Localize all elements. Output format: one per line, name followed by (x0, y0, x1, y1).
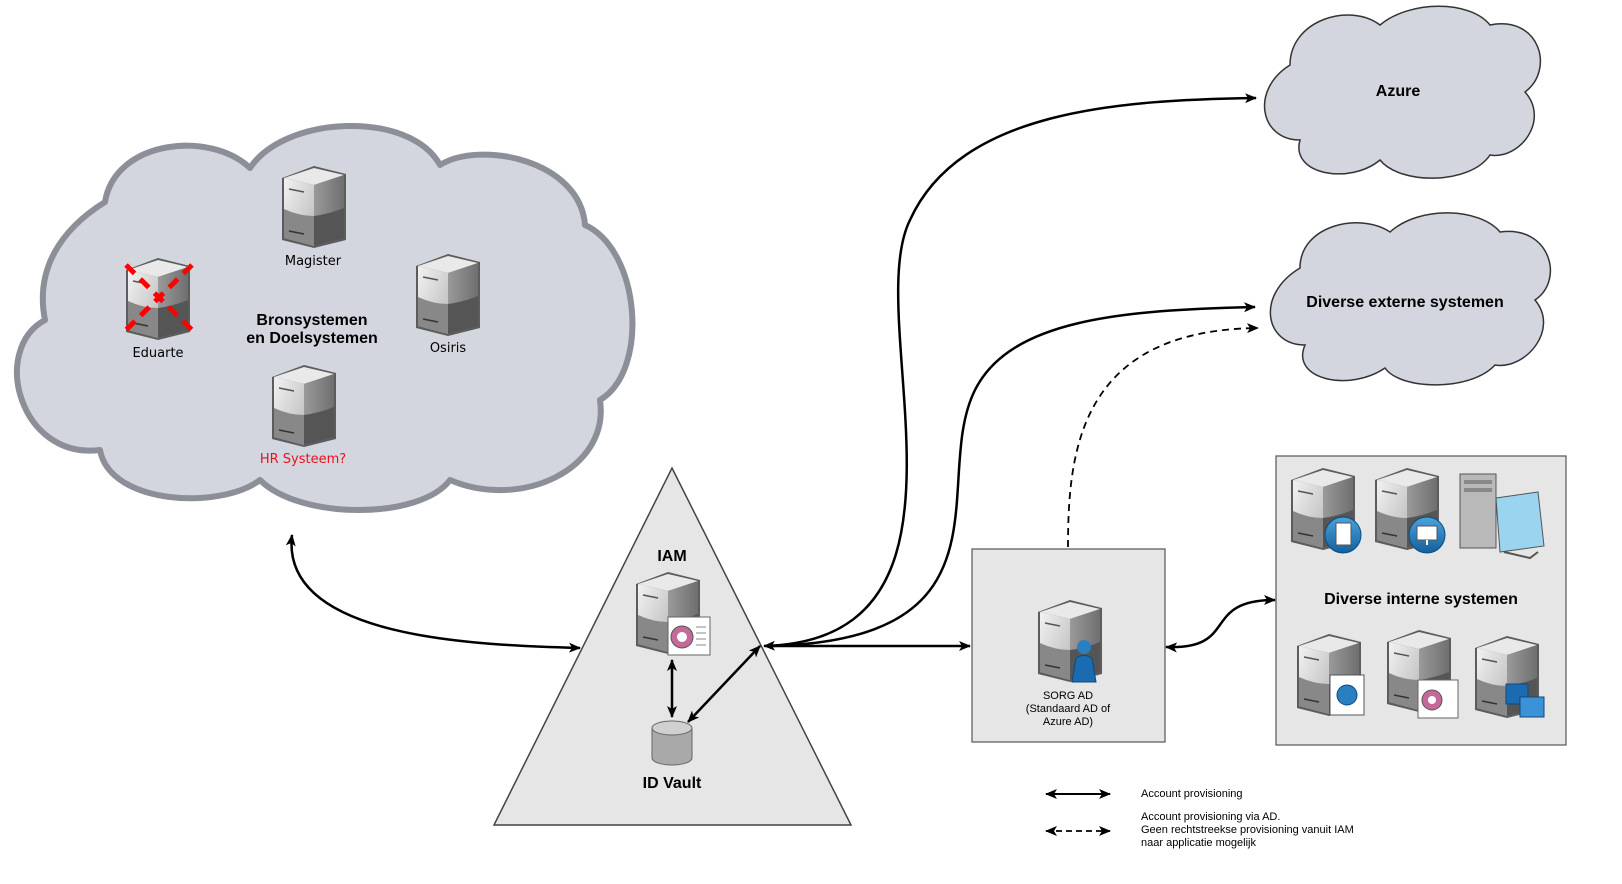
source-systems-cloud (13, 123, 636, 513)
connectors (285, 93, 1276, 836)
cloud-iam-link (285, 534, 581, 653)
source-cloud-title-line1: Bronsystemen (256, 312, 368, 329)
crossed-out-icon (124, 263, 194, 332)
azure-label: Azure (1375, 83, 1421, 100)
gear-certificate-icon (667, 616, 711, 656)
hr-system-label: HR Systeem? (259, 452, 347, 467)
iam-edge-vault-link (687, 645, 761, 723)
gear-certificate-icon-2 (1417, 679, 1459, 719)
sorg-ad-label-line3: Azure AD) (1042, 716, 1094, 728)
iam-external-link (769, 302, 1256, 648)
iam-azure-link (763, 93, 1257, 651)
hr-server-icon (271, 364, 337, 448)
magister-label: Magister (284, 254, 342, 269)
azure-cloud (1263, 5, 1541, 179)
legend-dashed-label-line1: Account provisioning via AD. (1141, 811, 1281, 823)
sorg-internal-link (1165, 595, 1276, 653)
id-vault-label: ID Vault (642, 775, 702, 792)
osiris-server-icon (415, 253, 481, 337)
cloud-shape (13, 123, 636, 513)
monitor-icon (1408, 516, 1446, 554)
source-cloud-title-line2: en Doelsystemen (246, 330, 378, 347)
magister-server-icon (281, 165, 347, 249)
sorg-ad-label-line2: (Standaard AD of (1025, 703, 1111, 715)
workstation-icon (1459, 473, 1545, 560)
external-systems-cloud (1269, 212, 1552, 386)
sorg-ad-label-line1: SORG AD (1042, 690, 1094, 702)
legend-dashed-label-line2: Geen rechtstreekse provisioning vanuit I… (1141, 824, 1354, 836)
eduarte-label: Eduarte (132, 346, 184, 361)
legend-solid-label: Account provisioning (1141, 788, 1243, 800)
globe-icon (1329, 674, 1365, 716)
external-systems-label: Diverse externe systemen (1306, 294, 1504, 311)
legend-dashed-label-line3: naar applicatie mogelijk (1141, 837, 1256, 849)
iam-title: IAM (657, 548, 687, 565)
sorg-external-dashed-link (1067, 323, 1259, 548)
document-icon (1324, 516, 1362, 554)
window-icon (1505, 683, 1545, 718)
internal-systems-label: Diverse interne systemen (1324, 591, 1518, 608)
osiris-label: Osiris (429, 341, 467, 356)
id-vault-database-icon (651, 720, 693, 766)
